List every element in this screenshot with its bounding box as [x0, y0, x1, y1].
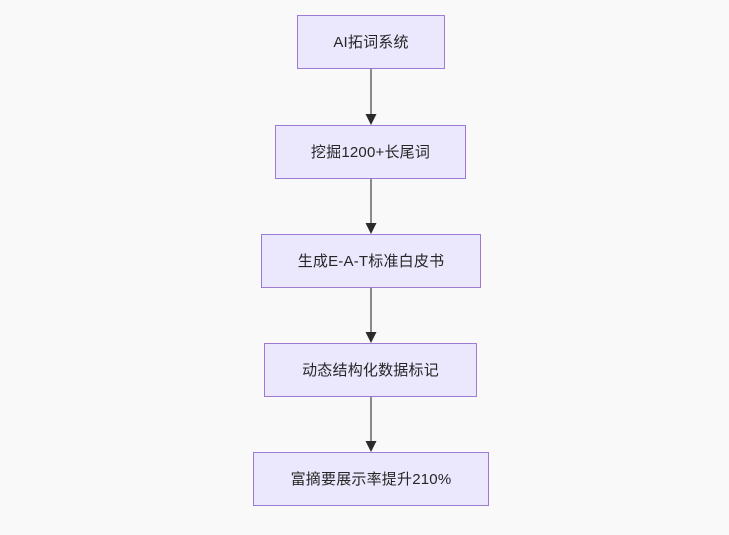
flowchart-node-2-label: 挖掘1200+长尾词: [310, 143, 431, 161]
flowchart-node-1[interactable]: AI拓词系统: [297, 15, 445, 69]
flowchart-node-3-label: 生成E-A-T标准白皮书: [297, 252, 445, 270]
flowchart-node-4-label: 动态结构化数据标记: [302, 361, 439, 379]
flowchart-node-5-label: 富摘要展示率提升210%: [290, 470, 452, 488]
flowchart-node-5[interactable]: 富摘要展示率提升210%: [253, 452, 489, 506]
edge-3-arrowhead-icon: [365, 332, 377, 343]
edge-4-arrowhead-icon: [365, 441, 377, 452]
flowchart-node-4[interactable]: 动态结构化数据标记: [264, 343, 477, 397]
flowchart-edge-3: [365, 288, 377, 343]
flowchart-node-3[interactable]: 生成E-A-T标准白皮书: [261, 234, 481, 288]
flowchart-node-1-label: AI拓词系统: [333, 33, 409, 51]
flowchart-edge-1: [365, 69, 377, 125]
edge-2-arrowhead-icon: [365, 223, 377, 234]
flowchart-edge-2: [365, 179, 377, 234]
edge-1-arrowhead-icon: [365, 114, 377, 125]
flowchart-node-2[interactable]: 挖掘1200+长尾词: [275, 125, 466, 179]
flowchart-edge-4: [365, 397, 377, 452]
